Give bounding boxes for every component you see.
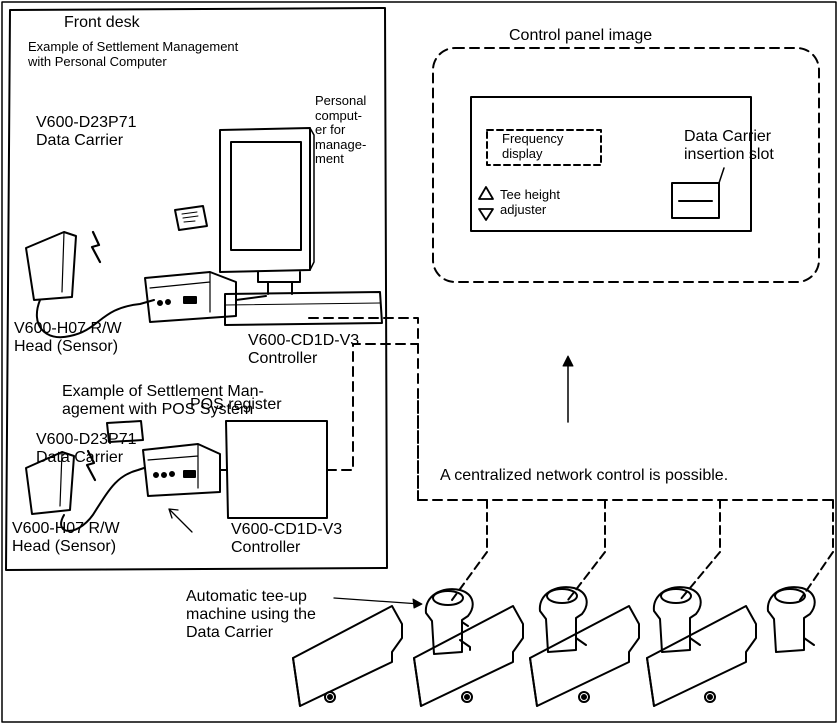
network-note: A centralized network control is possibl… [440, 467, 729, 484]
frequency-display-label: Frequency display [502, 131, 564, 161]
pc-controller-label: V600-CD1D-V3 Controller [248, 332, 360, 367]
pos-example-heading: Example of Settlement Man- agement with … [62, 383, 264, 418]
pos-data-carrier-label: V600-D23P71 Data Carrier [36, 431, 137, 466]
pc-data-carrier-label: V600-D23P71 Data Carrier [36, 114, 137, 149]
tee-up-machine-label: Automatic tee-up machine using the Data … [186, 588, 316, 641]
computer-base [257, 271, 301, 283]
tee-down-triangle [478, 208, 494, 221]
pos-register-box [225, 420, 328, 519]
front-desk-box [5, 7, 388, 571]
pc-rw-head-label: V600-H07 R/W Head (Sensor) [14, 320, 122, 355]
tee-height-adjuster-label: Tee height adjuster [500, 187, 560, 217]
tee-up-machine-1 [292, 588, 474, 707]
pos-rw-head-label: V600-H07 R/W Head (Sensor) [12, 520, 120, 555]
rw-head-pos [25, 451, 75, 515]
rw-head-pc [25, 231, 77, 301]
control-panel-title: Control panel image [509, 27, 653, 44]
insertion-slot-frame [671, 182, 720, 219]
network-drops [451, 499, 834, 601]
control-panel-face [470, 96, 752, 232]
computer-case [224, 291, 383, 326]
controller-pos [142, 443, 221, 497]
tee-up-machine-2 [413, 586, 588, 707]
front-desk-title: Front desk [64, 14, 140, 31]
personal-computer-label: Personal comput- er for manage- ment [315, 93, 367, 167]
pos-network-link [326, 343, 419, 471]
frequency-display-frame [486, 129, 602, 166]
pos-controller-label: V600-CD1D-V3 Controller [231, 521, 343, 556]
pc-example-heading: Example of Settlement Management with Pe… [28, 39, 239, 69]
pos-register-label: POS register [190, 396, 282, 413]
control-panel-box [432, 47, 820, 283]
tee-up-machine-3 [529, 586, 702, 707]
tee-up-machine-4 [646, 586, 816, 707]
tee-up-triangle [478, 186, 494, 200]
insertion-slot-label: Data Carrier insertion slot [684, 128, 774, 163]
